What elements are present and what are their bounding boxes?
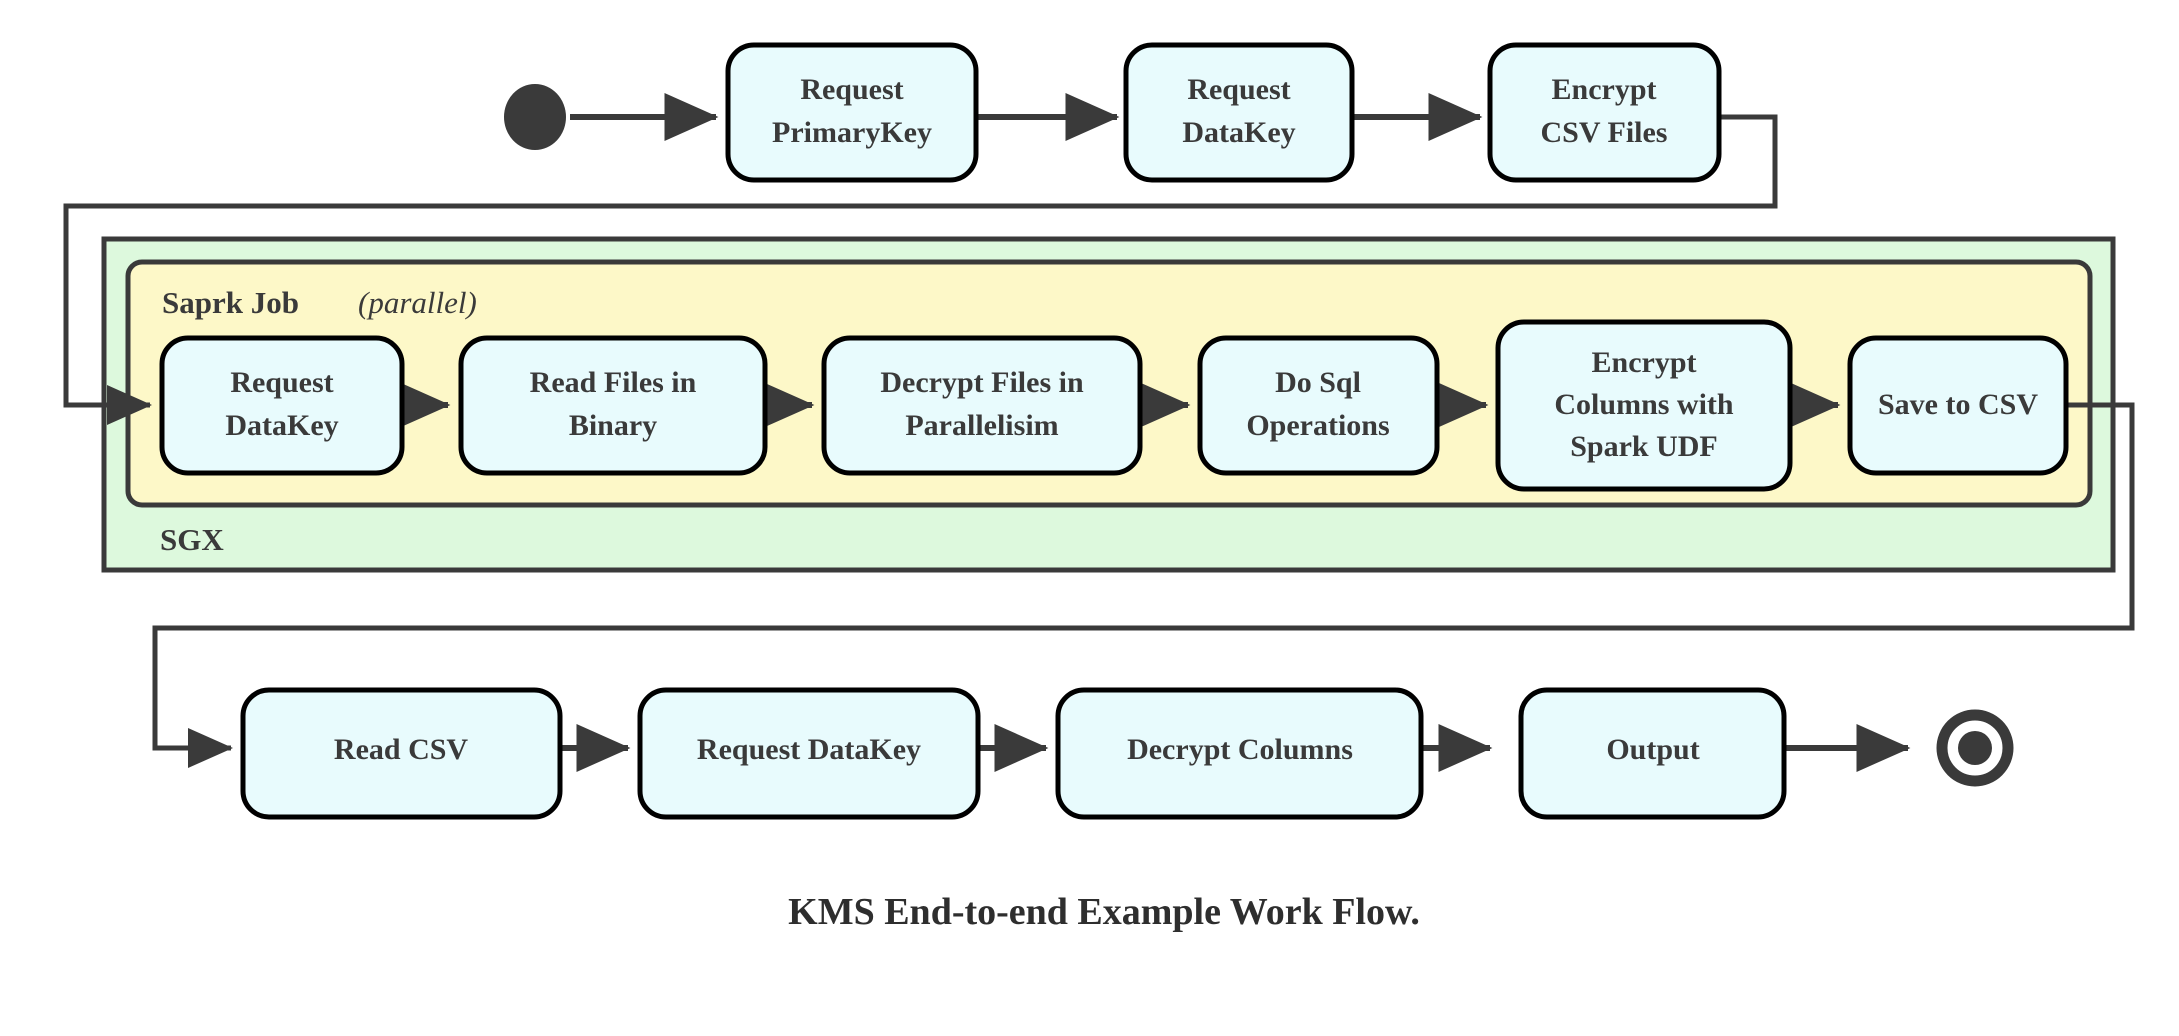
edge-save-csv-to-read-csv [152, 402, 2135, 768]
node-save-to-csv-rect[interactable] [1847, 335, 2069, 476]
node-request-datakey-spark[interactable]: Request DataKey [159, 335, 405, 476]
node-decrypt-columns-rect[interactable] [1055, 687, 1424, 820]
node-read-files-in-binary-rect[interactable] [458, 335, 768, 476]
node-read-files-in-binary[interactable]: Read Files in Binary [458, 335, 768, 476]
node-decrypt-columns[interactable]: Decrypt Columns [1055, 687, 1424, 820]
spark-job-container-label: Saprk Job [162, 285, 299, 320]
node-encrypt-csv-files-rect[interactable] [1487, 42, 1722, 183]
diagram-caption: KMS End-to-end Example Work Flow. [788, 891, 1420, 933]
spark-job-container-label-parallel: (parallel) [358, 285, 477, 320]
node-encrypt-columns-with-spark-udf[interactable]: Encrypt Columns with Spark UDF [1495, 319, 1793, 492]
end-inner-dot [1958, 731, 1992, 765]
node-output[interactable]: Output [1518, 687, 1787, 820]
start-circle [504, 84, 566, 150]
node-output-rect[interactable] [1518, 687, 1787, 820]
node-read-csv[interactable]: Read CSV [240, 687, 563, 820]
node-encrypt-csv-files[interactable]: Encrypt CSV Files [1487, 42, 1722, 183]
node-request-primarykey[interactable]: Request PrimaryKey [725, 42, 979, 183]
node-request-datakey-top[interactable]: Request DataKey [1123, 42, 1355, 183]
node-encrypt-columns-with-spark-udf-rect[interactable] [1495, 319, 1793, 492]
node-decrypt-files-in-parallelisim-rect[interactable] [821, 335, 1143, 476]
node-request-datakey-top-rect[interactable] [1123, 42, 1355, 183]
node-request-datakey-bottom-rect[interactable] [637, 687, 981, 820]
node-request-datakey-bottom[interactable]: Request DataKey [637, 687, 981, 820]
node-request-datakey-spark-rect[interactable] [159, 335, 405, 476]
sgx-container-label: SGX [160, 522, 224, 557]
node-request-primarykey-rect[interactable] [725, 42, 979, 183]
node-decrypt-files-in-parallelisim[interactable]: Decrypt Files in Parallelisim [821, 335, 1143, 476]
end-node-bullseye-circle [1936, 709, 2014, 787]
node-do-sql-operations-rect[interactable] [1197, 335, 1440, 476]
node-do-sql-operations[interactable]: Do Sql Operations [1197, 335, 1440, 476]
node-read-csv-rect[interactable] [240, 687, 563, 820]
start-node-filled-circle [504, 84, 566, 150]
node-save-to-csv[interactable]: Save to CSV [1847, 335, 2069, 476]
edge-encrypt-csv-to-spark-request-datakey [63, 114, 1778, 425]
